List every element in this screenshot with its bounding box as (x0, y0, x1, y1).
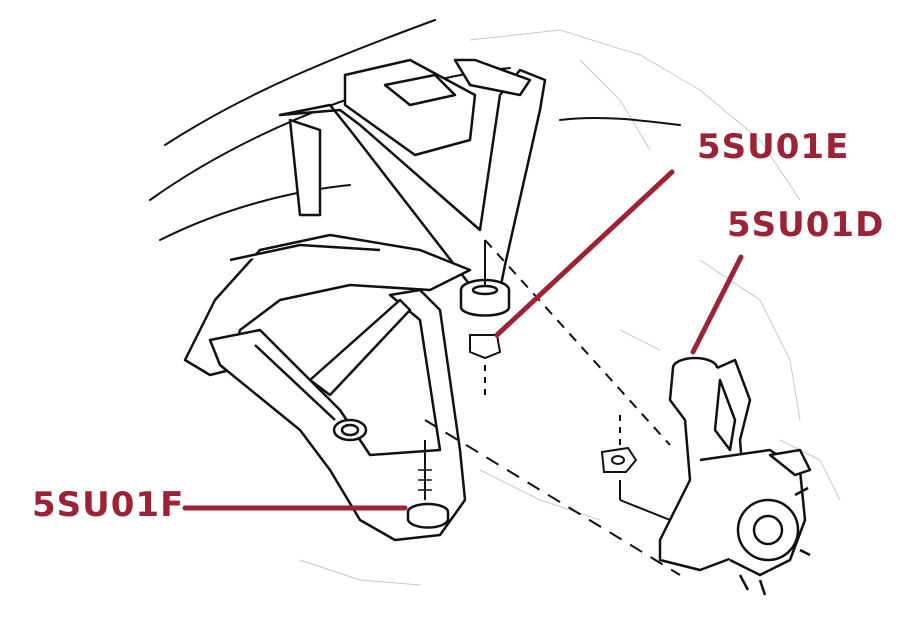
callout-steering-knuckle-label: 5SU01D (727, 205, 885, 245)
leader-steering-knuckle (690, 254, 744, 355)
callout-leaders (182, 169, 744, 511)
leader-upper-ball-joint (494, 169, 675, 338)
assembly-lines (424, 239, 681, 576)
spring-tower (183, 233, 472, 377)
knuckle-nut (600, 446, 638, 473)
lower-ball-joint (406, 440, 450, 529)
upper-ball-joint-bushing (459, 240, 511, 317)
callout-upper-ball-joint-label: 5SU01E (697, 127, 850, 167)
upper-control-arm (278, 58, 547, 292)
upper-nut (469, 334, 502, 395)
callout-lower-ball-joint-label: 5SU01F (32, 485, 185, 525)
lower-control-arm (208, 288, 467, 542)
steering-knuckle (658, 356, 812, 596)
